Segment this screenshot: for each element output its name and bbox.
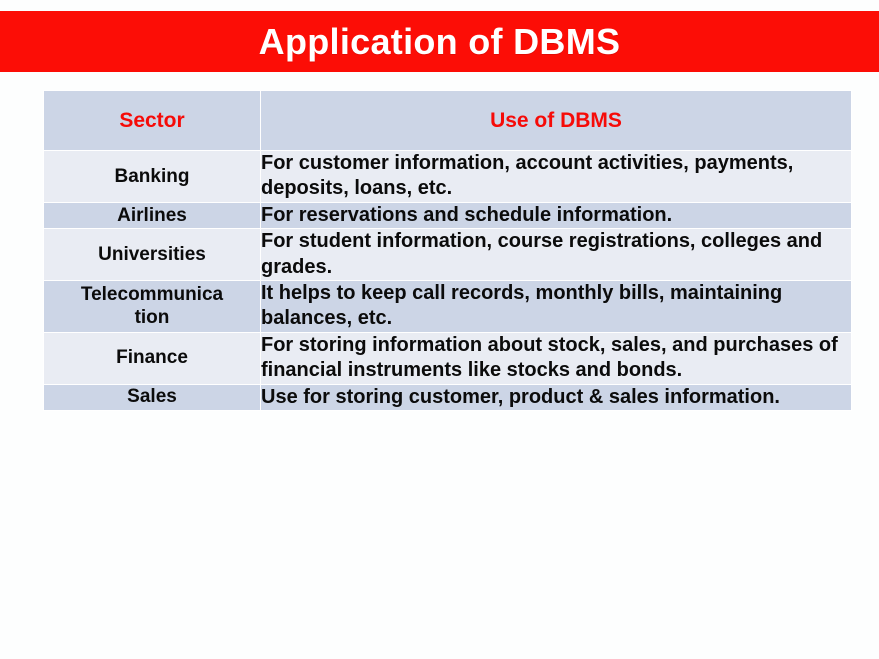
sector-label-line-1: Sales [127, 386, 177, 408]
cell-sector: Airlines [43, 201, 261, 230]
cell-sector: Sales [43, 383, 261, 411]
cell-use-of-dbms: For reservations and schedule informatio… [260, 201, 852, 230]
column-header-use-of-dbms: Use of DBMS [260, 90, 852, 151]
table-row: Telecommunica tion It helps to keep call… [43, 279, 852, 333]
sector-label-line-1: Banking [114, 165, 190, 187]
cell-use-of-dbms: For storing information about stock, sal… [260, 331, 852, 385]
table-row: Universities For student information, co… [43, 228, 852, 281]
title-banner: Application of DBMS [0, 11, 879, 72]
table-header-row: Sector Use of DBMS [43, 90, 852, 151]
cell-use-of-dbms: Use for storing customer, product & sale… [260, 383, 852, 411]
table-header: Sector Use of DBMS [43, 90, 852, 151]
sector-label-line-1: Finance [116, 347, 188, 369]
sector-label-line-1: Telecommunica [80, 283, 224, 305]
cell-sector: Telecommunica tion [43, 279, 261, 333]
page-title: Application of DBMS [258, 20, 621, 62]
dbms-application-table: Sector Use of DBMS Banking For customer … [43, 90, 852, 411]
cell-sector: Finance [43, 331, 261, 385]
cell-use-of-dbms: For student information, course registra… [260, 228, 852, 281]
table-row: Finance For storing information about st… [43, 331, 852, 385]
dbms-application-table-container: Sector Use of DBMS Banking For customer … [43, 90, 852, 411]
table-body: Banking For customer information, accoun… [43, 150, 852, 411]
sector-label-line-2: tion [134, 307, 170, 329]
sector-label-line-1: Universities [98, 243, 206, 265]
table-row: Banking For customer information, accoun… [43, 150, 852, 203]
table-row: Airlines For reservations and schedule i… [43, 201, 852, 230]
table-row: Sales Use for storing customer, product … [43, 383, 852, 411]
cell-sector: Banking [43, 150, 261, 203]
cell-sector: Universities [43, 228, 261, 281]
cell-use-of-dbms: It helps to keep call records, monthly b… [260, 279, 852, 333]
sector-label-line-1: Airlines [117, 204, 187, 226]
column-header-sector: Sector [43, 90, 261, 151]
cell-use-of-dbms: For customer information, account activi… [260, 150, 852, 203]
